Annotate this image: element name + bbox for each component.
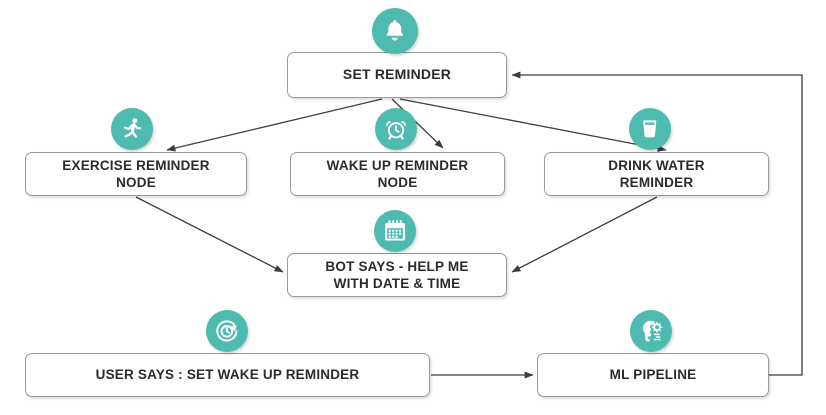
stopwatch-icon — [206, 310, 248, 352]
node-label-bot-says: BOT SAYS - HELP ME WITH DATE & TIME — [325, 258, 469, 291]
node-label-exercise-reminder-node: EXERCISE REMINDER NODE — [62, 157, 210, 190]
node-set-reminder[interactable]: SET REMINDER — [287, 52, 507, 98]
alarm-clock-icon — [375, 108, 417, 150]
node-drink-water-reminder[interactable]: DRINK WATER REMINDER — [544, 152, 769, 196]
node-label-set-reminder: SET REMINDER — [342, 66, 452, 83]
water-glass-icon — [629, 108, 671, 150]
edge-exercise-to-bot-says — [135, 196, 284, 273]
ai-head-gear-icon — [630, 310, 672, 352]
edge-set-reminder-to-exercise — [166, 98, 383, 152]
node-ml-pipeline[interactable]: ML PIPELINE — [537, 353, 769, 397]
running-person-icon — [111, 108, 153, 150]
bell-icon — [372, 8, 418, 54]
edge-set-reminder-to-drink-water — [399, 98, 667, 152]
node-label-wake-up-reminder-node: WAKE UP REMINDER NODE — [326, 157, 469, 190]
node-user-says[interactable]: USER SAYS : SET WAKE UP REMINDER — [25, 353, 430, 397]
node-label-user-says: USER SAYS : SET WAKE UP REMINDER — [95, 367, 360, 383]
node-bot-says[interactable]: BOT SAYS - HELP ME WITH DATE & TIME — [287, 253, 507, 297]
node-label-ml-pipeline: ML PIPELINE — [609, 367, 697, 383]
node-label-drink-water-reminder: DRINK WATER REMINDER — [608, 157, 705, 190]
node-exercise-reminder-node[interactable]: EXERCISE REMINDER NODE — [25, 152, 247, 196]
calendar-icon — [374, 210, 416, 252]
edge-drink-water-to-bot-says — [511, 196, 658, 273]
node-wake-up-reminder-node[interactable]: WAKE UP REMINDER NODE — [290, 152, 505, 196]
